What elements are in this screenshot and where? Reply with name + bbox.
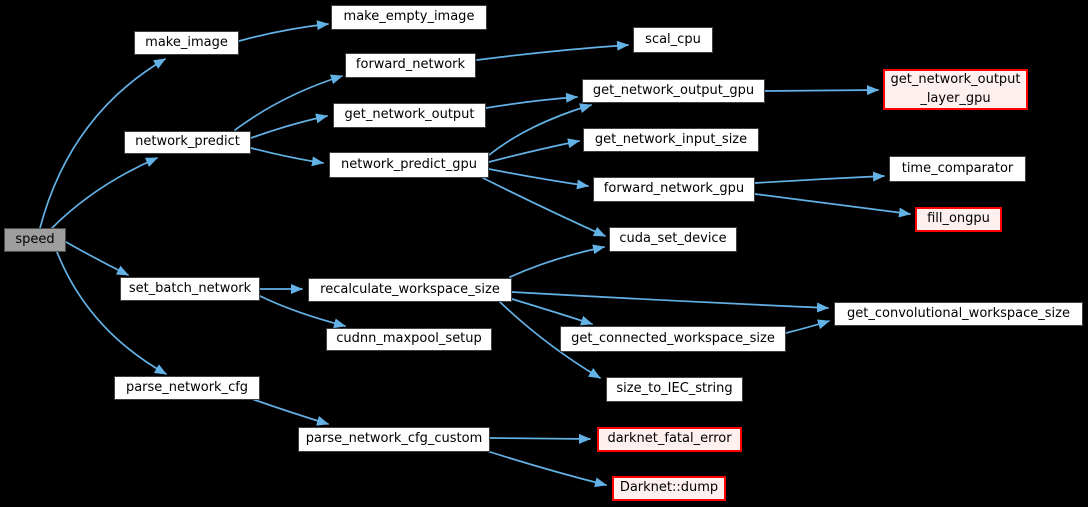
edge-parse_network_cfg_custom-to-Darknet_dump — [486, 450, 607, 488]
node-set_batch_network[interactable]: set_batch_network — [120, 277, 260, 301]
edge-speed-to-parse_network_cfg — [56, 251, 167, 375]
node-cudnn_maxpool_setup[interactable]: cudnn_maxpool_setup — [326, 328, 492, 351]
node-darknet_fatal_error[interactable]: darknet_fatal_error — [597, 427, 742, 452]
edge-set_batch_network-to-cudnn_maxpool_setup — [259, 295, 346, 329]
node-forward_network[interactable]: forward_network — [345, 53, 476, 78]
node-fill_ongpu[interactable]: fill_ongpu — [915, 207, 1002, 232]
node-recalculate_workspace_size[interactable]: recalculate_workspace_size — [308, 278, 512, 302]
node-cuda_set_device[interactable]: cuda_set_device — [609, 227, 737, 252]
edge-speed-to-network_predict — [51, 157, 158, 229]
edge-network_predict-to-get_network_output — [250, 113, 328, 139]
node-network_predict[interactable]: network_predict — [124, 131, 251, 154]
edge-get_network_output-to-get_network_output_gpu — [485, 92, 578, 109]
node-get_network_output_layer_gpu[interactable]: get_network_output _layer_gpu — [883, 69, 1028, 110]
edge-network_predict_gpu-to-forward_network_gpu — [488, 168, 589, 190]
edge-forward_network_gpu-to-time_comparator — [754, 171, 885, 184]
node-get_network_output[interactable]: get_network_output — [333, 103, 486, 128]
node-get_network_output_gpu[interactable]: get_network_output_gpu — [582, 79, 765, 103]
edge-recalculate_workspace_size-to-cuda_set_device — [509, 244, 605, 278]
node-make_empty_image[interactable]: make_empty_image — [331, 5, 487, 30]
edge-recalculate_workspace_size-to-get_convolutional_workspace_size — [511, 291, 829, 313]
node-speed: speed — [4, 228, 66, 252]
edge-get_connected_workspace_size-to-get_convolutional_workspace_size — [785, 319, 830, 334]
edge-make_image-to-make_empty_image — [238, 20, 329, 42]
node-parse_network_cfg_custom[interactable]: parse_network_cfg_custom — [298, 427, 490, 452]
node-get_convolutional_workspace_size[interactable]: get_convolutional_workspace_size — [834, 302, 1083, 326]
node-time_comparator[interactable]: time_comparator — [889, 156, 1026, 182]
edge-network_predict_gpu-to-cuda_set_device — [482, 177, 606, 237]
edge-recalculate_workspace_size-to-get_connected_workspace_size — [511, 298, 593, 326]
node-make_image[interactable]: make_image — [134, 31, 239, 55]
edge-network_predict-to-network_predict_gpu — [250, 147, 324, 167]
edge-network_predict_gpu-to-get_network_input_size — [488, 138, 580, 163]
edge-speed-to-set_batch_network — [65, 241, 129, 276]
node-Darknet_dump[interactable]: Darknet::dump — [612, 476, 726, 501]
edge-speed-to-make_image — [39, 58, 166, 229]
node-parse_network_cfg[interactable]: parse_network_cfg — [114, 376, 260, 400]
edge-forward_network-to-scal_cpu — [476, 40, 629, 61]
edge-network_predict_gpu-to-get_network_output_gpu — [488, 103, 592, 156]
node-scal_cpu[interactable]: scal_cpu — [633, 27, 713, 53]
edge-forward_network_gpu-to-fill_ongpu — [754, 193, 911, 218]
edge-get_network_output_gpu-to-get_network_output_layer_gpu — [764, 85, 879, 96]
node-get_network_input_size[interactable]: get_network_input_size — [583, 128, 759, 152]
edge-recalculate_workspace_size-to-size_to_IEC_string — [499, 301, 601, 379]
edge-network_predict-to-forward_network — [234, 74, 343, 131]
edge-parse_network_cfg_custom-to-darknet_fatal_error — [489, 433, 591, 444]
node-size_to_IEC_string[interactable]: size_to_IEC_string — [606, 377, 743, 402]
edge-parse_network_cfg-to-parse_network_cfg_custom — [251, 398, 329, 426]
node-network_predict_gpu[interactable]: network_predict_gpu — [329, 152, 489, 178]
node-forward_network_gpu[interactable]: forward_network_gpu — [593, 177, 755, 202]
node-get_connected_workspace_size[interactable]: get_connected_workspace_size — [560, 326, 786, 352]
